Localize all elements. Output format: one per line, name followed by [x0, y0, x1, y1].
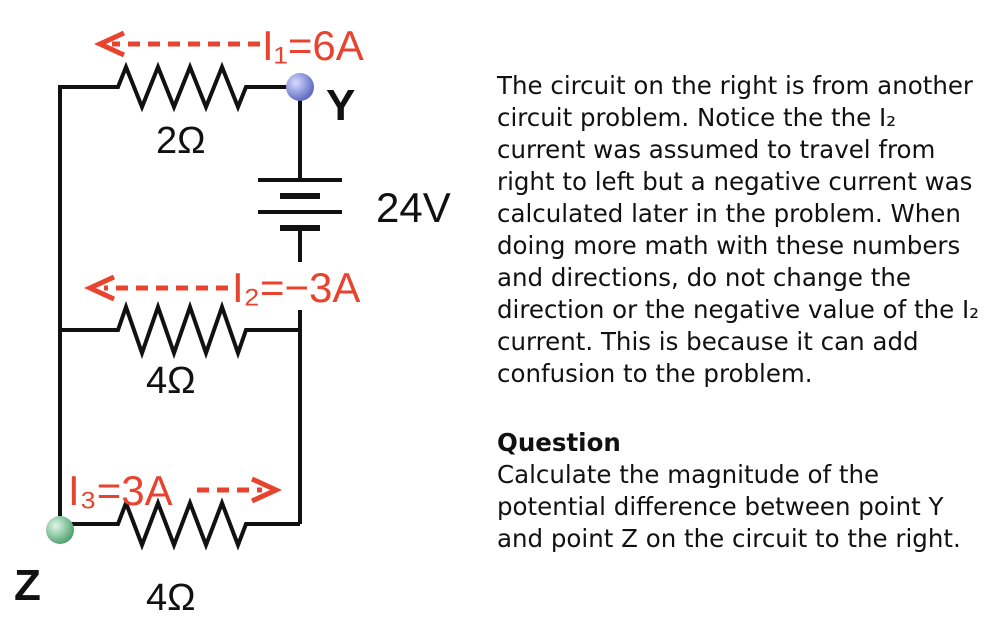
explanation-paragraph: The circuit on the right is from another…	[497, 71, 980, 388]
question-body: Calculate the magnitude of the potential…	[497, 460, 961, 553]
i1-label: I₁=6A	[262, 22, 364, 69]
i2-arrow	[83, 274, 228, 302]
resistor-bottom-label: 4Ω	[146, 577, 196, 619]
current-arrows	[83, 30, 283, 504]
i3-arrow	[197, 476, 283, 504]
point-z-marker	[46, 516, 74, 544]
resistor-middle-label: 4Ω	[146, 360, 196, 402]
point-y-marker	[286, 73, 314, 101]
question-heading: Question	[497, 428, 621, 457]
i3-label: I₃=3A	[68, 467, 173, 514]
point-y-label: Y	[326, 81, 355, 130]
battery-symbol	[258, 178, 342, 231]
resistor-top-label: 2Ω	[156, 120, 206, 162]
i2-label-background	[232, 262, 322, 310]
point-z-label: Z	[14, 561, 41, 610]
i2-label: I₂=−3A	[232, 264, 360, 311]
i1-arrow	[93, 30, 260, 58]
wires	[58, 61, 302, 551]
battery-voltage-label: 24V	[376, 184, 451, 231]
explanation-panel: The circuit on the right is from another…	[497, 70, 981, 555]
